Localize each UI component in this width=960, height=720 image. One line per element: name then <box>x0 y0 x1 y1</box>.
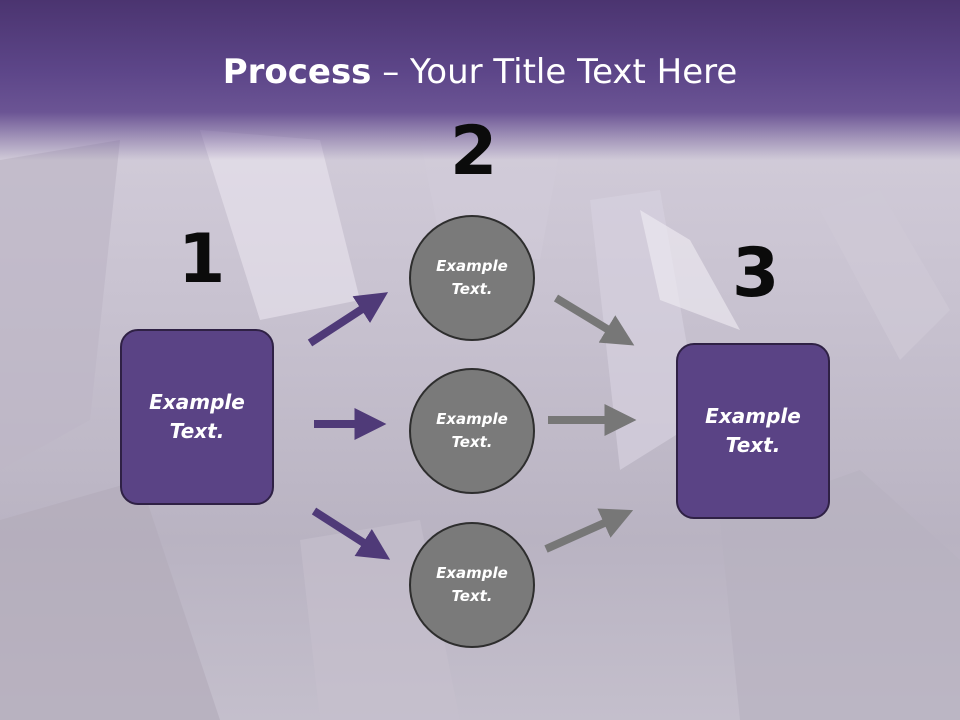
slide-title: Process – Your Title Text Here <box>0 52 960 92</box>
circle-top-line-2: Text. <box>451 280 493 298</box>
step-number-3: 3 <box>732 234 780 313</box>
arrow-top-to-right <box>553 294 635 346</box>
circle-middle-line-2: Text. <box>451 433 493 451</box>
title-bold: Process <box>222 52 372 92</box>
circle-top-line-1: Example <box>436 256 508 275</box>
title-banner <box>0 0 960 160</box>
right-box-line-1: Example <box>705 404 801 428</box>
arrow-bottom-to-right <box>544 508 634 553</box>
arrow-left-to-top <box>307 292 389 347</box>
arrow-left-to-bottom <box>311 507 391 560</box>
left-box-line-2: Text. <box>169 419 225 443</box>
circle-bottom-line-2: Text. <box>451 587 493 605</box>
title-rest: – Your Title Text Here <box>371 52 738 92</box>
step-number-1: 1 <box>178 220 226 299</box>
step-number-2: 2 <box>450 112 498 191</box>
right-box-line-2: Text. <box>725 433 781 457</box>
circle-middle-line-1: Example <box>436 409 508 428</box>
left-box-line-1: Example <box>149 390 245 414</box>
circle-bottom-line-1: Example <box>436 563 508 582</box>
